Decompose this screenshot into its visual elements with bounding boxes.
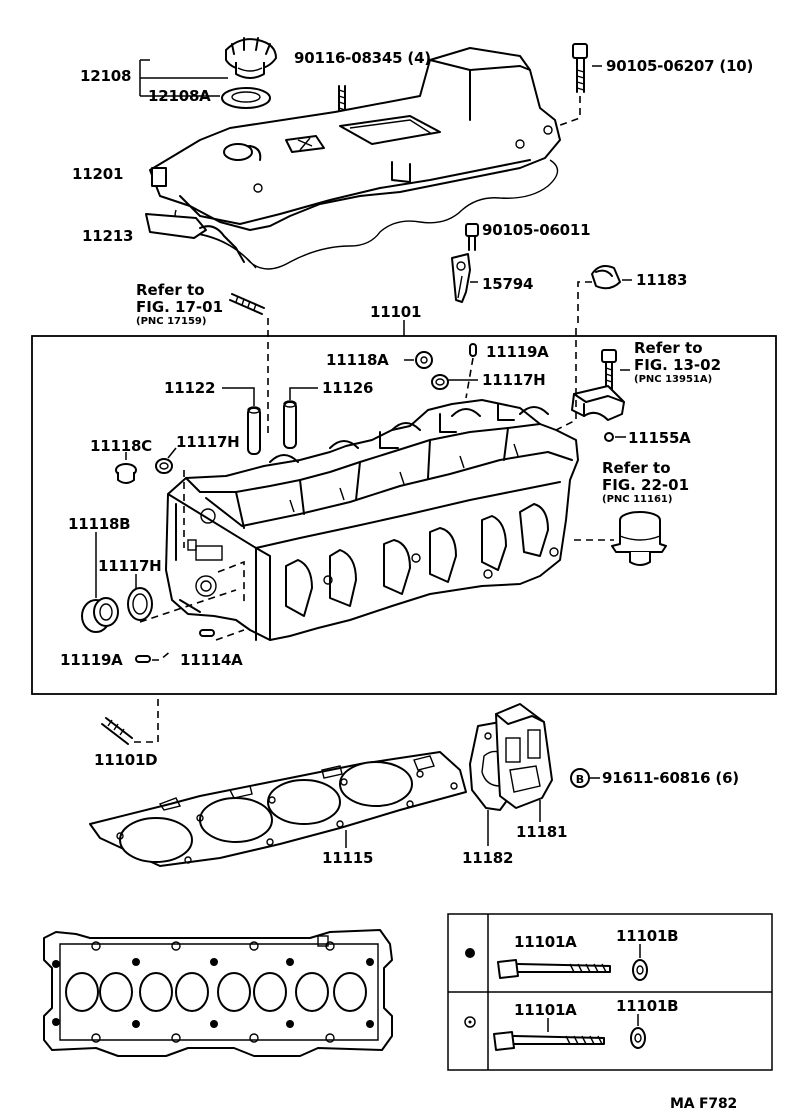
flange-bolt-91611-icon: B bbox=[570, 768, 590, 788]
label-11101: 11101 bbox=[370, 303, 422, 321]
timing-cover-plate-icon bbox=[495, 703, 553, 809]
cover-gasket-icon bbox=[145, 213, 245, 263]
stud-11101d-icon bbox=[101, 717, 133, 745]
label-11155a: 11155A bbox=[628, 429, 691, 447]
valve-guide-11122-icon bbox=[247, 406, 261, 455]
label-11183: 11183 bbox=[636, 271, 688, 289]
figure-code: MA F782 bbox=[670, 1096, 738, 1112]
reference-fig-13-02-line1: Refer to bbox=[634, 339, 703, 357]
label-11201: 11201 bbox=[72, 165, 124, 183]
label-90105-06011: 90105-06011 bbox=[482, 221, 591, 239]
label-91611: 91611-60816 (6) bbox=[602, 769, 739, 787]
oil-filler-cap-icon bbox=[225, 37, 277, 79]
label-11115: 11115 bbox=[322, 849, 374, 867]
reference-fig-17-01: Refer to FIG. 17-01 (PNC 17159) bbox=[136, 281, 224, 328]
reference-fig-17-01-line1: Refer to bbox=[136, 281, 205, 299]
label-90105-06207: 90105-06207 (10) bbox=[606, 57, 754, 75]
pin-11155a-icon bbox=[604, 432, 614, 442]
reference-fig-17-01-line3: (PNC 17159) bbox=[136, 316, 207, 327]
label-11213: 11213 bbox=[82, 227, 134, 245]
reference-fig-13-02-line3: (PNC 13951A) bbox=[634, 374, 713, 385]
label-11122: 11122 bbox=[164, 379, 216, 397]
reference-fig-22-01-line3: (PNC 11161) bbox=[602, 494, 673, 505]
cam-bearing-cap-icon bbox=[571, 385, 625, 421]
seal-11117h-top-icon bbox=[431, 374, 449, 390]
pin-11114a-icon bbox=[199, 629, 215, 637]
label-11118b: 11118B bbox=[68, 515, 131, 533]
label-15794: 15794 bbox=[482, 275, 534, 293]
oil-filler-gasket-icon bbox=[221, 87, 271, 109]
cover-bolt-icon bbox=[572, 43, 588, 93]
bolt-inset-table bbox=[447, 913, 773, 1071]
label-11114a: 11114A bbox=[180, 651, 243, 669]
reference-fig-13-02: Refer to FIG. 13-02 (PNC 13951A) bbox=[634, 339, 722, 386]
stud-fig1701-icon bbox=[229, 293, 265, 315]
pin-11119a-top-icon bbox=[469, 343, 477, 357]
label-11117h-low: 11117H bbox=[98, 557, 162, 575]
reference-fig-13-02-line2: FIG. 13-02 bbox=[634, 356, 722, 374]
label-inset-row2-washer: 11101B bbox=[616, 997, 679, 1015]
reference-fig-17-01-line2: FIG. 17-01 bbox=[136, 298, 224, 316]
head-bolt-short-icon bbox=[493, 1031, 605, 1051]
label-inset-row1-washer: 11101B bbox=[616, 927, 679, 945]
label-11117h-top: 11117H bbox=[482, 371, 546, 389]
label-12108: 12108 bbox=[80, 67, 132, 85]
head-bolt-washer-2-icon bbox=[630, 1027, 646, 1049]
reference-fig-22-01-line1: Refer to bbox=[602, 459, 671, 477]
label-11117h-mid: 11117H bbox=[176, 433, 240, 451]
inset-filled-circle-icon bbox=[465, 948, 475, 958]
cylinder-head-icon bbox=[165, 399, 579, 641]
pin-11119a-low-icon bbox=[135, 655, 151, 663]
plug-11118c-icon bbox=[115, 463, 137, 484]
reference-fig-22-01-line2: FIG. 22-01 bbox=[602, 476, 690, 494]
head-gasket-icon bbox=[89, 751, 467, 867]
head-gasket-bottom-view-icon bbox=[43, 929, 393, 1057]
valve-guide-11126-icon bbox=[283, 400, 297, 449]
head-bolt-washer-1-icon bbox=[632, 959, 648, 981]
label-11182: 11182 bbox=[462, 849, 514, 867]
label-11101d: 11101D bbox=[94, 751, 158, 769]
label-11118a: 11118A bbox=[326, 351, 389, 369]
label-12108a: 12108A bbox=[148, 87, 211, 105]
label-inset-row2-bolt: 11101A bbox=[514, 1001, 577, 1019]
reference-fig-22-01: Refer to FIG. 22-01 (PNC 11161) bbox=[602, 459, 690, 506]
seal-11117h-low-icon bbox=[127, 587, 153, 621]
cam-sensor-housing-icon bbox=[611, 511, 667, 566]
head-bolt-long-icon bbox=[497, 959, 611, 979]
label-inset-row1-bolt: 11101A bbox=[514, 933, 577, 951]
sensor-bolt-icon bbox=[465, 223, 479, 251]
cam-position-sensor-icon bbox=[451, 253, 471, 303]
label-11119a-top: 11119A bbox=[486, 343, 549, 361]
label-11126: 11126 bbox=[322, 379, 374, 397]
svg-text:B: B bbox=[576, 773, 584, 786]
label-11119a-low: 11119A bbox=[60, 651, 123, 669]
stud-90116-icon bbox=[338, 85, 346, 113]
seal-11117h-mid-icon bbox=[155, 458, 173, 474]
plug-11118a-icon bbox=[415, 351, 433, 369]
plug-11118b-icon bbox=[81, 597, 119, 633]
label-11118c: 11118C bbox=[90, 437, 152, 455]
label-90116: 90116-08345 (4) bbox=[294, 49, 431, 67]
cylinder-head-cover-icon bbox=[149, 47, 561, 231]
label-11181: 11181 bbox=[516, 823, 568, 841]
half-moon-plug-icon bbox=[591, 265, 621, 290]
